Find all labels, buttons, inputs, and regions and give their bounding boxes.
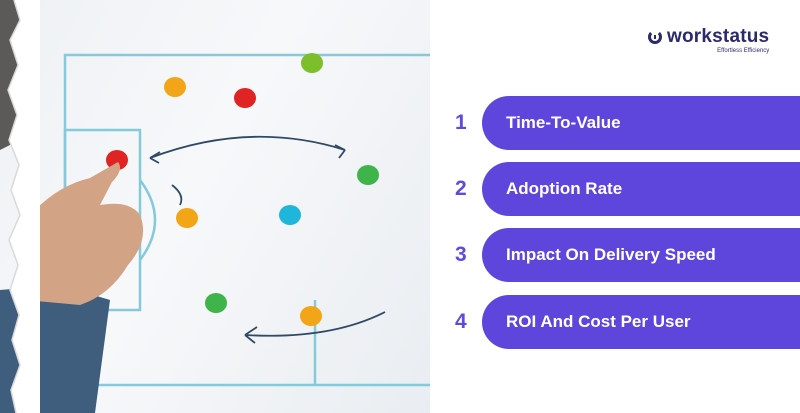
metric-label: Adoption Rate [506,179,623,198]
metric-item-1: 1 Time-To-Value [455,96,800,150]
whiteboard-photo [0,0,430,413]
metric-pill: Adoption Rate [482,162,800,216]
metric-item-3: 3 Impact On Delivery Speed [455,228,800,282]
brand-tagline: Effortless Efficiency [717,48,770,54]
metric-label: Impact On Delivery Speed [506,245,716,264]
clock-logo-icon [648,30,662,44]
metric-number: 3 [455,243,467,266]
metric-label: ROI And Cost Per User [506,312,691,331]
metric-number: 4 [455,310,467,333]
metric-label: Time-To-Value [506,113,621,132]
metric-pill: ROI And Cost Per User [482,295,800,349]
torn-edge [7,0,40,413]
metric-item-4: 4 ROI And Cost Per User [455,295,800,349]
workstatus-logo: workstatus Effortless Efficiency [648,26,770,55]
metric-item-2: 2 Adoption Rate [455,162,800,216]
metric-number: 2 [455,177,467,200]
brand-name: workstatus [667,26,770,47]
whiteboard-illustration [0,0,430,413]
metric-pill: Time-To-Value [482,96,800,150]
logo-text: workstatus Effortless Efficiency [667,26,770,55]
metric-pill: Impact On Delivery Speed [482,228,800,282]
metric-number: 1 [455,111,467,134]
